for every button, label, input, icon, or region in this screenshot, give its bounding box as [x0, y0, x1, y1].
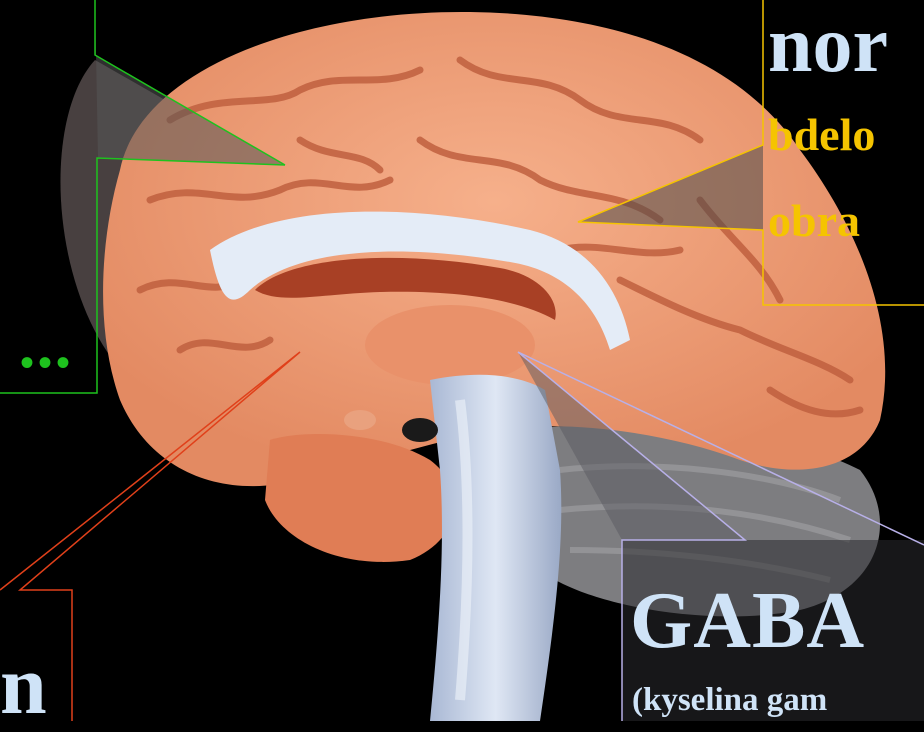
norepinephrine-line-2: obra — [768, 196, 860, 246]
norepinephrine-line-1: bdelo — [768, 110, 875, 160]
green-callout-ellipsis: ••• — [20, 348, 74, 378]
gaba-title: GABA — [630, 578, 865, 664]
gaba-subtitle: (kyselina gam — [632, 680, 827, 720]
brainstem — [430, 375, 561, 721]
temporal-lobe — [265, 434, 455, 562]
red-callout-title: n — [0, 648, 47, 724]
norepinephrine-title: nor — [768, 2, 888, 88]
thalamus — [365, 305, 535, 385]
